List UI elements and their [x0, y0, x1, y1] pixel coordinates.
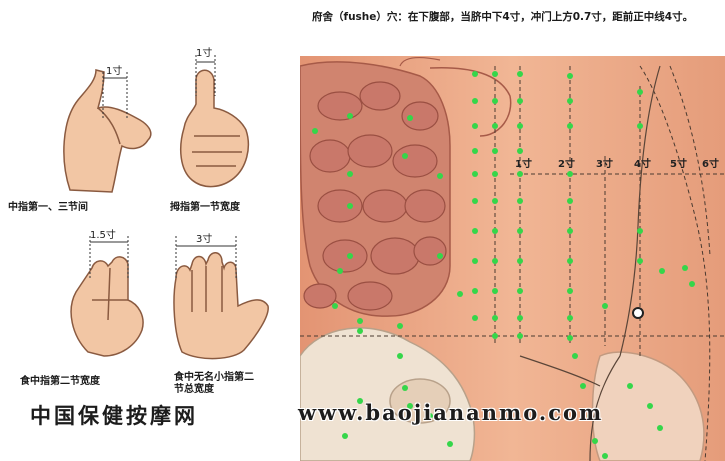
scale-label-3: 3寸: [596, 155, 613, 170]
hand-two-fingers: [71, 257, 143, 356]
measure-label-1: 1寸: [106, 62, 122, 77]
caption-thumb: 拇指第一节宽度: [170, 202, 240, 214]
scale-label-6: 6寸: [702, 155, 719, 170]
site-watermark: 中国保健按摩网 www.baojiananmo.com: [30, 400, 720, 430]
measure-label-2: 1寸: [196, 44, 212, 59]
acupoint-description: 府舍（fushe）穴：在下腹部，当脐中下4寸，冲门上方0.7寸，距前正中线4寸。: [312, 10, 722, 24]
scale-label-5: 5寸: [670, 155, 687, 170]
fushe-acupoint-marker: [633, 308, 643, 318]
site-name: 中国保健按摩网: [30, 400, 198, 430]
scale-label-4: 4寸: [634, 155, 651, 170]
hand-illustrations: [0, 0, 300, 400]
hand-bent-finger: [64, 70, 151, 192]
measure-label-3: 1.5寸: [90, 226, 116, 241]
caption-index-middle: 食中指第二节宽度: [20, 376, 100, 388]
caption-four-fingers: 食中无名小指第二节总宽度: [174, 372, 254, 396]
site-url: www.baojiananmo.com: [298, 400, 603, 425]
measure-label-4: 3寸: [196, 230, 212, 245]
scale-label-2: 2寸: [558, 155, 575, 170]
caption-middle-finger: 中指第一、三节间: [8, 202, 88, 214]
scale-label-1: 1寸: [515, 155, 532, 170]
hand-four-fingers: [174, 253, 268, 359]
